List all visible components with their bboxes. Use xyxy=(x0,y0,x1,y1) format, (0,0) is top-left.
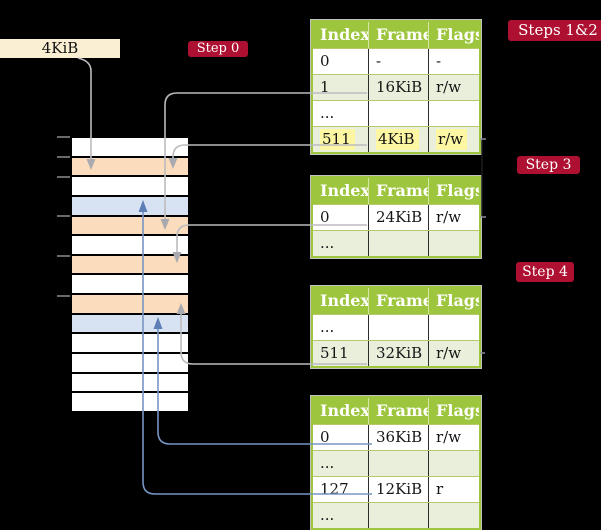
table-row: 0-- xyxy=(313,48,479,74)
table-cell: ... xyxy=(313,451,369,476)
table-cell: 127 xyxy=(313,477,369,502)
highlighted-value: r/w xyxy=(436,129,468,150)
memory-row-4 xyxy=(72,196,188,217)
table-row: ... xyxy=(313,450,479,476)
memory-row-6 xyxy=(72,236,188,256)
table-cell xyxy=(369,101,429,126)
memory-row-5 xyxy=(72,216,188,237)
memory-row-7 xyxy=(72,255,188,276)
memory-row-14 xyxy=(72,393,188,411)
column-header: Frame xyxy=(369,178,429,204)
column-header: Frame xyxy=(369,22,429,48)
table-cell: ... xyxy=(313,101,369,126)
table-cell: 1 xyxy=(313,75,369,100)
column-header: Index xyxy=(313,288,369,314)
column-header: Flags xyxy=(436,401,479,420)
column-header: Flags xyxy=(436,25,479,44)
badge-step-0: Step 0 xyxy=(188,41,248,57)
table-row: ... xyxy=(313,314,479,340)
table-cell: r/w xyxy=(436,78,462,96)
table-cell: r/w xyxy=(429,127,479,152)
table-cell xyxy=(369,315,429,340)
memory-row-12 xyxy=(72,354,188,374)
table-cell: ... xyxy=(313,231,369,256)
badge-step-4: Step 4 xyxy=(516,262,574,282)
memory-row-10 xyxy=(72,314,188,335)
table-cell: r/w xyxy=(436,428,462,446)
memory-address-ticks xyxy=(57,136,70,297)
highlighted-value: 511 xyxy=(320,129,355,150)
table-cell xyxy=(369,451,429,476)
column-header: Index xyxy=(313,398,369,424)
memory-row-9 xyxy=(72,295,188,315)
table-cell: 511 xyxy=(313,127,369,152)
column-header: Index xyxy=(313,178,369,204)
highlighted-value: 4KiB xyxy=(376,129,419,150)
table-cell xyxy=(429,315,479,340)
table-cell: - xyxy=(436,52,442,70)
memory-row-1 xyxy=(72,138,188,158)
memory-row-8 xyxy=(72,275,188,296)
table-cell: 0 xyxy=(313,205,369,230)
table-cell: 511 xyxy=(313,341,369,366)
column-header: Flags xyxy=(436,181,479,200)
table-cell: 36KiB xyxy=(369,425,429,450)
frame-size-box: 4KiB xyxy=(0,39,120,58)
column-header: Index xyxy=(313,22,369,48)
table-row: ... xyxy=(313,230,479,256)
memory-row-11 xyxy=(72,334,188,355)
table-cell: - xyxy=(369,49,429,74)
table-cell: r/w xyxy=(436,344,462,362)
table-row: ... xyxy=(313,100,479,126)
table-cell xyxy=(369,231,429,256)
table-cell: 0 xyxy=(313,49,369,74)
table-cell: 24KiB xyxy=(369,205,429,230)
table-cell: r xyxy=(436,480,444,498)
table-cell: ... xyxy=(313,315,369,340)
table-cell: 0 xyxy=(313,425,369,450)
table-cell: 32KiB xyxy=(369,341,429,366)
badge-steps-1-2: Steps 1&2 xyxy=(508,20,601,41)
column-header: Frame xyxy=(369,398,429,424)
table-cell xyxy=(369,503,429,528)
memory-column xyxy=(70,136,190,413)
table-cell: ... xyxy=(313,503,369,528)
column-header: Frame xyxy=(369,288,429,314)
table-cell: r/w xyxy=(436,208,462,226)
table-row: ... xyxy=(313,502,479,528)
table-cell: 16KiB xyxy=(369,75,429,100)
table-row: 511 4KiB r/w xyxy=(313,126,479,152)
table-cell xyxy=(429,101,479,126)
column-header: Flags xyxy=(436,291,479,310)
table-cell: 12KiB xyxy=(369,477,429,502)
memory-row-3 xyxy=(72,177,188,197)
badge-step-3: Step 3 xyxy=(517,156,580,174)
table-cell xyxy=(429,451,479,476)
table-cell xyxy=(429,231,479,256)
memory-row-13 xyxy=(72,373,188,394)
table-cell xyxy=(429,503,479,528)
table-cell: 4KiB xyxy=(369,127,429,152)
memory-row-2 xyxy=(72,157,188,178)
